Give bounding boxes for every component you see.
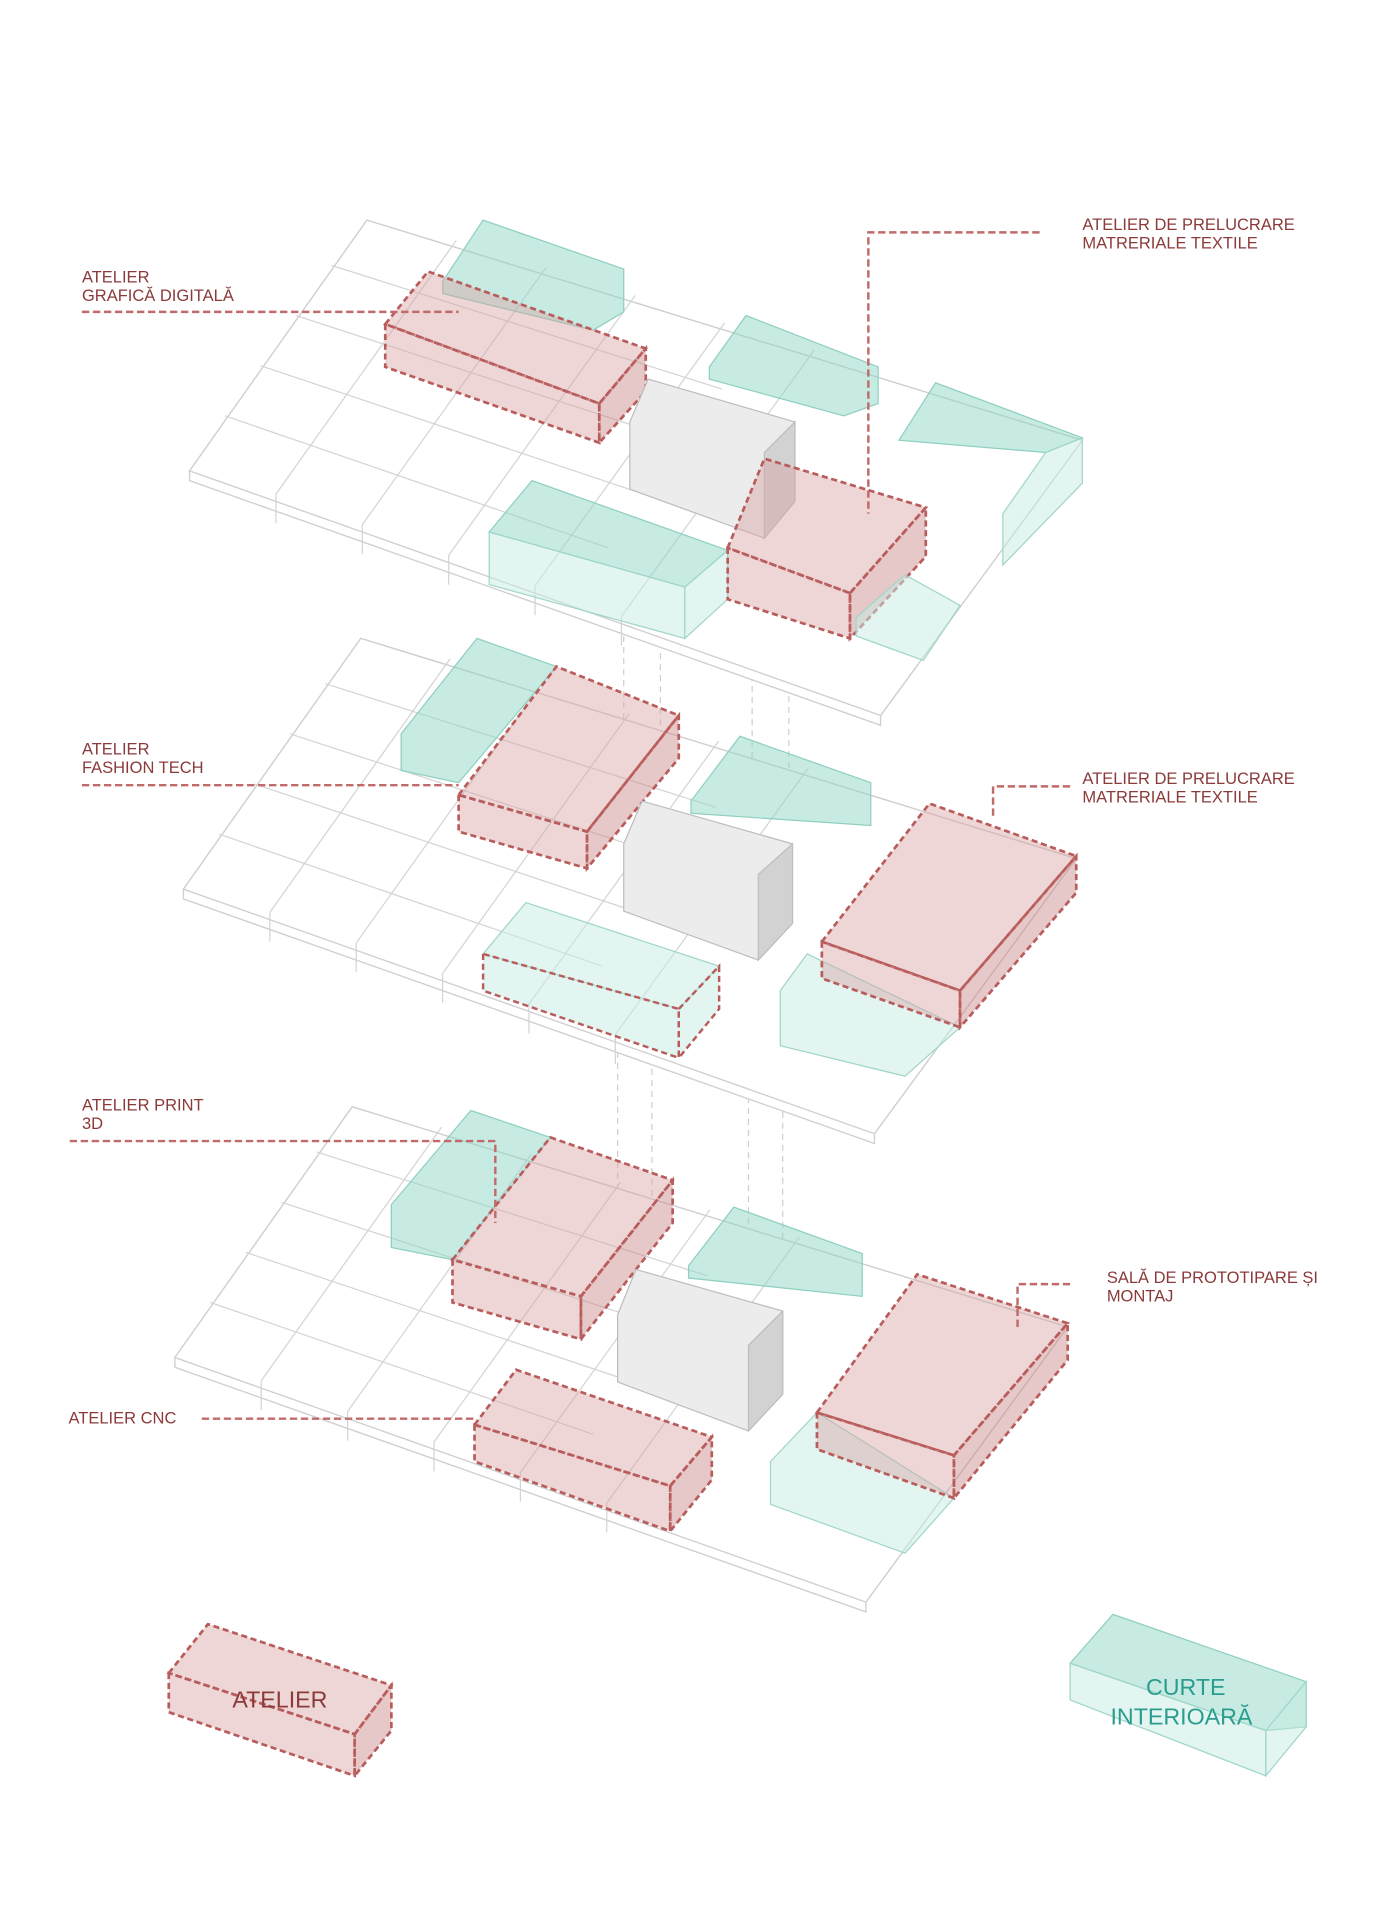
atelier-volume-prelucrare-mid	[819, 801, 1079, 993]
label-cnc: ATELIER CNC	[68, 1410, 176, 1428]
courtyard-volume	[708, 314, 879, 417]
courtyard-volume-side	[677, 963, 721, 1062]
atelier-volume-cnc-side	[668, 1433, 714, 1535]
courtyard-volume	[687, 1206, 863, 1298]
beam	[519, 1209, 711, 1473]
beam	[289, 733, 679, 861]
atelier-volume-print3d-side	[579, 1176, 674, 1344]
floor-middle-volumes	[400, 637, 1079, 1077]
leader-sala	[1016, 1282, 1071, 1327]
atelier-volume-sala-front	[815, 1410, 956, 1501]
beam	[331, 264, 723, 390]
atelier-volume-grafica-front	[383, 322, 601, 445]
courtyard-volume-front	[481, 952, 680, 1060]
label-print3d-line1: ATELIER PRINT	[82, 1096, 204, 1114]
courtyard-volume	[779, 953, 962, 1077]
label-sala-line2: MONTAJ	[1107, 1287, 1174, 1305]
beam	[448, 294, 636, 556]
legend-atelier: ATELIER	[166, 1622, 394, 1780]
atelier-volume-sala-side	[952, 1319, 1070, 1502]
label-print3d-line2: 3D	[82, 1115, 103, 1133]
floor-bottom-volumes	[390, 1109, 1071, 1554]
beam	[295, 314, 685, 443]
beam	[275, 239, 457, 495]
legend-atelier-swatch-side	[353, 1681, 393, 1780]
label-prelucrare-mid-line1: ATELIER DE PRELUCRARE	[1082, 770, 1294, 788]
label-grafica-line1: ATELIER	[82, 269, 150, 287]
atelier-volume-prelucrare-mid-side	[958, 852, 1078, 1031]
core-shadow	[757, 842, 794, 962]
legend-atelier-label: ATELIER	[232, 1686, 327, 1712]
leader-prelucrare-top	[867, 231, 1040, 514]
leader-prelucrare-mid	[991, 785, 1071, 817]
legend-curte-swatch-side	[1265, 1679, 1307, 1778]
atelier-volume-prelucrare-mid-front	[820, 939, 962, 1030]
courtyard-volume	[690, 735, 872, 827]
atelier-volume-fashion	[456, 664, 681, 834]
legend-atelier-swatch-front	[167, 1671, 357, 1778]
floor-top-volumes	[383, 219, 1085, 662]
beam	[260, 1126, 443, 1382]
beam	[245, 1251, 632, 1383]
leader-lines	[69, 231, 1071, 1420]
label-grafica-line2: GRAFICĂ DIGITALĂ	[82, 286, 234, 305]
beam	[433, 1181, 622, 1443]
atelier-volume-print3d-front	[451, 1257, 583, 1341]
label-fashion-line2: FASHION TECH	[82, 759, 204, 777]
courtyard-volume-front	[1002, 436, 1083, 567]
core-shadow	[747, 1309, 784, 1433]
atelier-volume-fashion-side	[585, 711, 681, 873]
label-prelucrare-top-line1: ATELIER DE PRELUCRARE	[1082, 216, 1294, 234]
courtyard-volume	[442, 219, 625, 331]
beam	[260, 365, 647, 496]
legend-curte-label-line1: CURTE	[1146, 1674, 1226, 1700]
beam	[254, 783, 641, 914]
label-prelucrare-top-line2: MATRERIALE TEXTILE	[1082, 234, 1257, 252]
atelier-volume-grafica-side	[597, 344, 648, 447]
beam	[316, 1151, 708, 1277]
atelier-volume-cnc-front	[473, 1422, 672, 1534]
beam	[442, 713, 630, 974]
legend-curte-label-line2: INTERIOARĂ	[1110, 1703, 1252, 1729]
atelier-volume-sala	[814, 1272, 1071, 1457]
core-shadow	[763, 420, 796, 540]
courtyard-volume	[855, 574, 961, 662]
label-prelucrare-mid-line2: MATRERIALE TEXTILE	[1082, 788, 1257, 806]
label-fashion-line1: ATELIER	[82, 741, 150, 759]
label-sala-line1: SALĂ DE PROTOTIPARE ȘI	[1107, 1268, 1318, 1287]
legend-curte: CURTE INTERIOARĂ	[1069, 1613, 1307, 1778]
beam	[210, 1301, 594, 1435]
courtyard-volume	[400, 637, 558, 784]
beam	[325, 683, 717, 809]
leader-print3d	[69, 1139, 497, 1224]
